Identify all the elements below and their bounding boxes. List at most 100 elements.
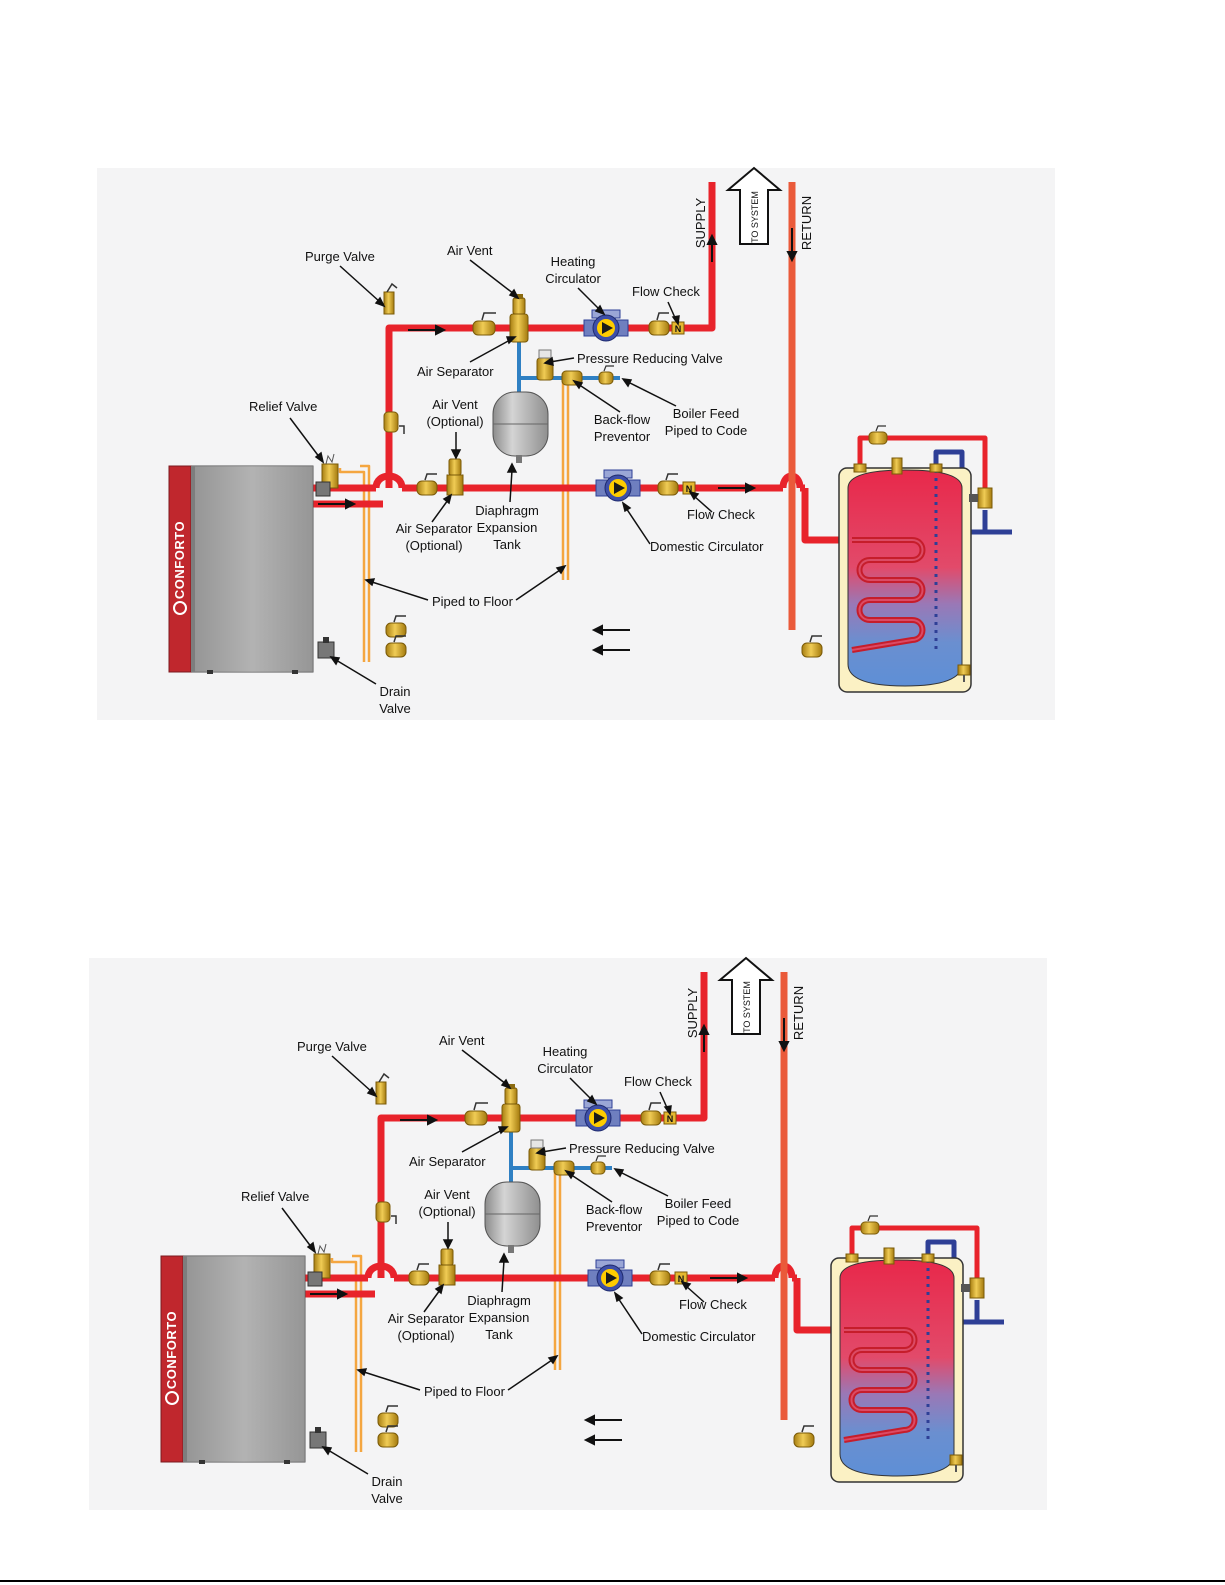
flow-arrows	[310, 1018, 790, 1446]
svg-text:N: N	[678, 1274, 685, 1284]
diaphragm-expansion-tank	[484, 1181, 541, 1253]
label-flow-check-bottom: Flow Check	[679, 1297, 747, 1312]
flow-arrows	[318, 228, 798, 656]
dhw-hot-pipe	[857, 435, 988, 490]
label-drain-valve-2: Valve	[371, 1491, 403, 1506]
label-flow-check-top: Flow Check	[632, 284, 700, 299]
label-domestic-circulator: Domestic Circulator	[642, 1329, 756, 1344]
heating-circulator	[575, 1099, 621, 1132]
arrow-return-2	[583, 1434, 622, 1446]
relief-valve	[315, 453, 339, 497]
dhw-relief-valve	[891, 457, 903, 475]
domestic-circulator	[595, 469, 641, 502]
ball-valve-coil-return	[801, 635, 823, 658]
ball-valve-return-2	[385, 635, 407, 658]
dhw-hot-pipe	[849, 1225, 980, 1280]
to-system-arrow: TO SYSTEM	[717, 956, 775, 1035]
supply-label: SUPPLY	[685, 988, 700, 1039]
label-air-sep-optional-1: Air Separator	[388, 1311, 465, 1326]
mixing-valve	[969, 487, 993, 509]
label-air-sep-optional-1: Air Separator	[396, 521, 473, 536]
floor-pipe	[338, 378, 570, 662]
label-tank-3: Tank	[485, 1327, 513, 1342]
label-air-vent: Air Vent	[447, 243, 493, 258]
fittings: N	[315, 282, 993, 682]
indirect-water-heater	[830, 1257, 964, 1483]
diagram-panel-top: CONFORTO	[0, 0, 1225, 790]
label-boiler-feed-2: Piped to Code	[665, 423, 747, 438]
label-boiler-feed-2: Piped to Code	[657, 1213, 739, 1228]
label-drain-valve-1: Drain	[379, 684, 410, 699]
label-drain-valve-1: Drain	[371, 1474, 402, 1489]
arrow-supply-up	[706, 233, 718, 262]
dhw-hot-valve	[868, 425, 888, 445]
indirect-water-heater	[838, 467, 972, 693]
arrow-return-2	[591, 644, 630, 656]
diagram-panel-bottom: CONFORTO	[0, 790, 1225, 1585]
arrow-domestic	[718, 482, 757, 494]
arrow-boiler-out	[310, 1288, 349, 1300]
heater-drain-valve	[957, 664, 971, 682]
boiler-brand: CONFORTO	[164, 1311, 179, 1389]
label-backflow-2: Preventor	[586, 1219, 643, 1234]
label-air-vent-optional-1: Air Vent	[424, 1187, 470, 1202]
label-air-vent-optional-2: (Optional)	[426, 414, 483, 429]
flow-check-bottom: N	[682, 481, 696, 495]
label-air-sep-optional-2: (Optional)	[405, 538, 462, 553]
arrow-domestic	[710, 1272, 749, 1284]
domestic-circulator	[587, 1259, 633, 1292]
arrow-return-1	[583, 1414, 622, 1426]
arrow-return-1	[591, 624, 630, 636]
fittings: N	[307, 1072, 985, 1472]
label-air-vent: Air Vent	[439, 1033, 485, 1048]
purge-valve	[383, 282, 398, 315]
piping-diagram: CONFORTO	[89, 956, 1047, 1510]
label-backflow-2: Preventor	[594, 429, 651, 444]
label-heating-circulator-1: Heating	[551, 254, 596, 269]
return-label: RETURN	[799, 196, 814, 250]
ball-valve-supply	[648, 312, 670, 336]
diaphragm-expansion-tank	[492, 391, 549, 463]
coil-supply-pipe	[801, 488, 852, 544]
arrow-return-down	[778, 1018, 790, 1053]
feed-valve	[590, 1155, 606, 1175]
feed-valve	[598, 365, 614, 385]
arrow-supply-up	[698, 1023, 710, 1052]
to-system-arrow: TO SYSTEM	[725, 166, 783, 245]
label-tank-3: Tank	[493, 537, 521, 552]
label-backflow-1: Back-flow	[586, 1202, 643, 1217]
arrow-supply-top	[400, 1114, 439, 1126]
label-tank-1: Diaphragm	[467, 1293, 531, 1308]
heating-circulator	[583, 309, 629, 342]
label-purge-valve: Purge Valve	[297, 1039, 367, 1054]
heater-drain-valve	[949, 1454, 963, 1472]
floor-pipe	[330, 1168, 562, 1452]
label-heating-circulator-1: Heating	[543, 1044, 588, 1059]
label-purge-valve: Purge Valve	[305, 249, 375, 264]
flow-check-bottom: N	[674, 1271, 688, 1285]
label-air-separator: Air Separator	[417, 364, 494, 379]
pipe-crossover-left	[364, 1262, 398, 1279]
label-relief-valve: Relief Valve	[249, 399, 317, 414]
label-pressure-reducing-valve: Pressure Reducing Valve	[569, 1141, 715, 1156]
ball-valve-top	[472, 312, 496, 336]
svg-text:N: N	[667, 1114, 674, 1124]
labels: Purge Valve Air Vent Heating Circulator …	[241, 1033, 756, 1506]
ball-valve-domestic	[657, 473, 679, 496]
ball-valve-supply	[640, 1102, 662, 1126]
label-air-vent-optional-1: Air Vent	[432, 397, 478, 412]
label-boiler-feed-1: Boiler Feed	[665, 1196, 731, 1211]
label-drain-valve-2: Valve	[379, 701, 411, 716]
arrow-boiler-out	[318, 498, 357, 510]
page-bottom-rule	[0, 1580, 1225, 1582]
pipe-crossover-left	[372, 472, 406, 489]
label-air-sep-optional-2: (Optional)	[397, 1328, 454, 1343]
label-tank-2: Expansion	[469, 1310, 530, 1325]
leader-lines	[281, 1049, 705, 1475]
coil-supply-pipe	[793, 1278, 844, 1334]
leader-lines	[289, 259, 713, 685]
ball-valve-riser	[383, 411, 405, 434]
arrow-return-down	[786, 228, 798, 263]
dhw-cold-pipe	[925, 1239, 1004, 1325]
boiler-brand: CONFORTO	[172, 521, 187, 599]
